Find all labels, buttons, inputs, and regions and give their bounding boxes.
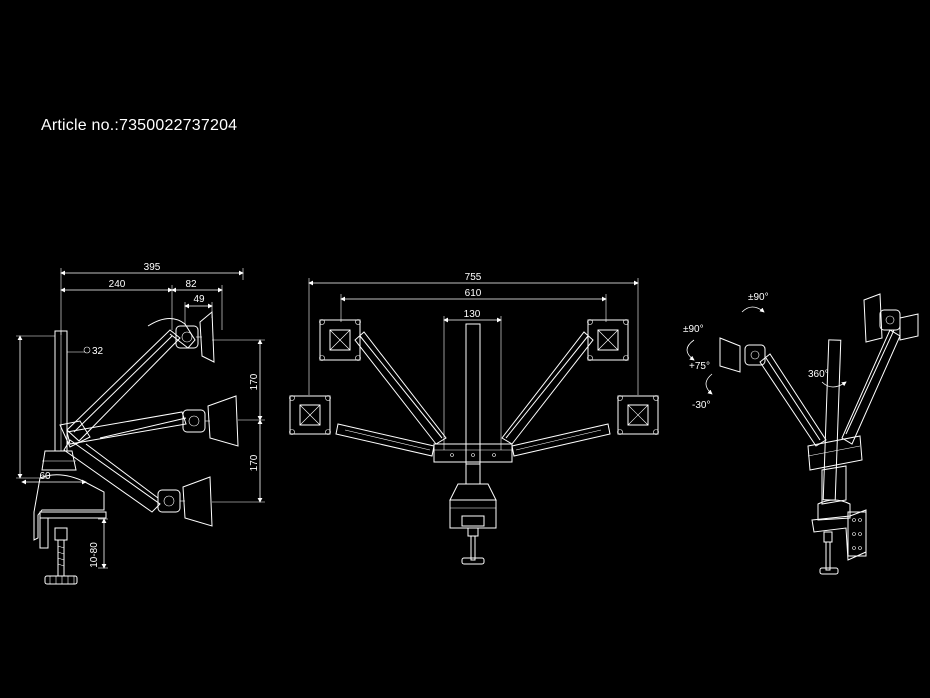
- dimension-clamp-range: 10-80: [89, 518, 108, 569]
- iso-clamp: [811, 509, 867, 575]
- right-arm: [501, 331, 611, 457]
- vesa-plate-bottom-left: [289, 395, 331, 435]
- vesa-plate-bottom-right: [617, 395, 659, 435]
- dimension-82: 82: [171, 279, 223, 330]
- dimension-755: 755: [308, 272, 639, 395]
- tilt-pm90-top-label: ±90°: [748, 292, 769, 303]
- arm-upper-position: [66, 310, 215, 442]
- tilt-pm90-left-label: ±90°: [683, 324, 704, 335]
- vesa-plate-top-right: [587, 319, 629, 361]
- dim-clamp-label: 10-80: [89, 542, 100, 568]
- dim-82-label: 82: [185, 279, 197, 290]
- iso-right-arm: [841, 293, 919, 445]
- tilt-plus75-label: +75°: [689, 361, 710, 372]
- tilt-minus30-label: -30°: [692, 400, 710, 411]
- dim-60-label: 60: [39, 471, 51, 482]
- dimension-610: 610: [340, 288, 607, 322]
- side-view: 395 240 82 49: [16, 262, 265, 585]
- iso-left-arm: [719, 337, 827, 447]
- dim-610-label: 610: [465, 288, 482, 299]
- front-clamp: [449, 461, 497, 565]
- arm-lower-position: [63, 439, 213, 527]
- dim-170-upper-label: 170: [249, 373, 260, 390]
- article-number: Article no.:7350022737204: [41, 117, 238, 134]
- dimension-170-lower: 170: [212, 419, 265, 503]
- dimension-49: 49: [184, 294, 213, 325]
- vesa-plate-top-left: [319, 319, 361, 361]
- left-arm: [335, 331, 447, 457]
- dimension-240: 240: [60, 279, 173, 330]
- dim-170-lower-label: 170: [249, 454, 260, 471]
- dim-755-label: 755: [465, 272, 482, 283]
- dim-32-label: 32: [92, 346, 104, 357]
- front-view: 755 610 130: [289, 272, 659, 565]
- dim-395-label: 395: [144, 262, 161, 273]
- rotation-indicators: ±90° ±90° +75° -30° 360°: [683, 292, 847, 411]
- dimension-diameter-32: 32: [67, 346, 104, 357]
- dim-49-label: 49: [193, 294, 205, 305]
- pole: [54, 330, 68, 452]
- crossbar: [433, 443, 513, 463]
- rotate-360-label: 360°: [808, 369, 829, 380]
- isometric-view: ±90° ±90° +75° -30° 360°: [683, 292, 919, 575]
- dimension-395: 395: [60, 262, 244, 335]
- dimension-170-upper: 170: [212, 339, 265, 421]
- dim-130-label: 130: [464, 309, 481, 320]
- dimension-60: 60: [21, 471, 87, 485]
- arm-middle-position: [66, 395, 239, 447]
- dim-240-label: 240: [109, 279, 126, 290]
- dimension-130: 130: [443, 309, 502, 450]
